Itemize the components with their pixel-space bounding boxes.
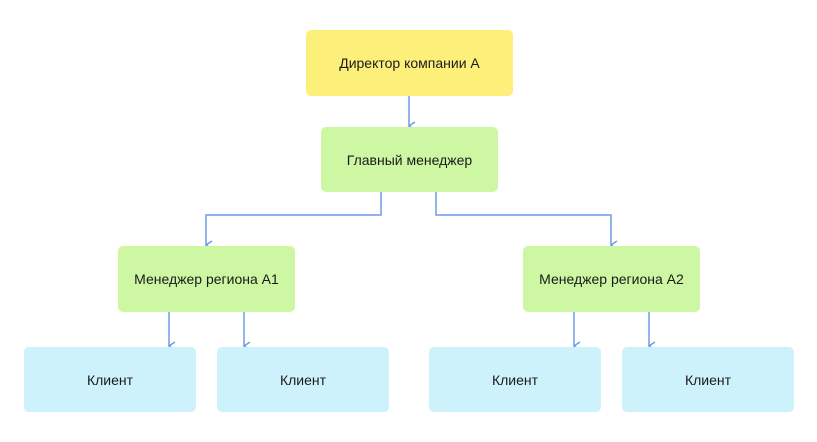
client-label-1: Клиент: [86, 371, 134, 388]
client-node-1: Клиент: [24, 347, 196, 412]
director-label: Директор компании А: [339, 55, 480, 71]
region-manager-a2-node: Менеджер региона А2: [523, 246, 700, 312]
client-node-3: Клиент: [429, 347, 601, 412]
client-node-2: Клиент: [217, 347, 389, 412]
client-node-4: Клиент: [622, 347, 794, 412]
region-manager-a1-node: Менеджер региона А1: [118, 246, 295, 312]
client-label-4: Клиент: [684, 371, 732, 388]
client-label-2: Клиент: [279, 371, 327, 388]
arrow-main-to-region-a2: [435, 192, 611, 245]
arrow-main-to-region-a1: [206, 192, 382, 245]
client-label-3: Клиент: [491, 371, 539, 388]
director-node: Директор компании А: [306, 30, 513, 96]
main-manager-label: Главный менеджер: [346, 151, 473, 168]
region-manager-a2-label: Менеджер региона А2: [539, 271, 684, 287]
region-manager-a1-label: Менеджер региона А1: [134, 271, 279, 287]
main-manager-node: Главный менеджер: [321, 127, 498, 192]
